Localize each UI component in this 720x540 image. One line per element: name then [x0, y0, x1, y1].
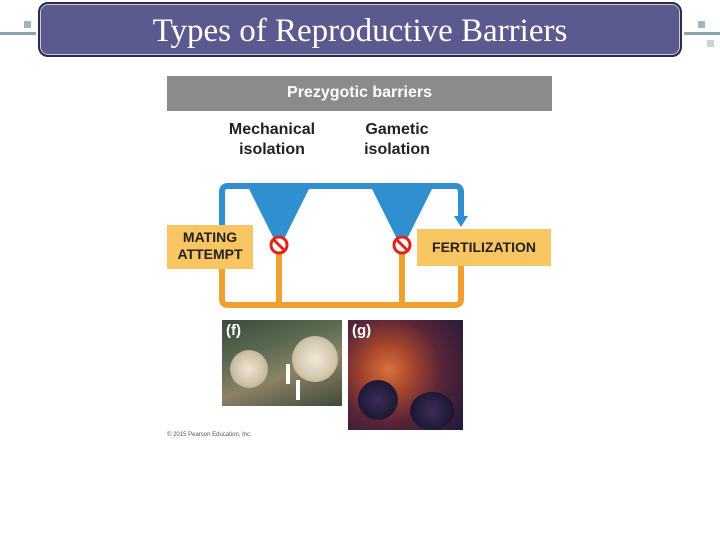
slide-title-bar: Types of Reproductive Barriers	[38, 2, 682, 57]
arrow-down-icon	[454, 216, 468, 227]
photo-snails: (f)	[222, 320, 342, 406]
stop-sign-icon	[269, 235, 289, 255]
figure-header: Prezygotic barriers	[167, 76, 552, 111]
decor-square-left	[24, 21, 31, 28]
fertilization-box: FERTILIZATION	[417, 229, 551, 266]
blue-flow-path	[219, 183, 464, 225]
barrier-label-mechanical: Mechanical isolation	[228, 121, 316, 158]
photo-label-f: (f)	[226, 322, 241, 339]
decor-line-left	[0, 32, 36, 35]
photo-label-g: (g)	[352, 322, 372, 339]
flow-arrows	[219, 183, 468, 308]
stop-sign-icon	[392, 235, 412, 255]
orange-flow-path	[219, 266, 464, 308]
mating-attempt-box: MATING ATTEMPT	[167, 225, 253, 269]
decor-line-right	[684, 32, 720, 35]
photo-sea-urchins: (g)	[348, 320, 463, 430]
decor-square-right-2	[707, 40, 714, 47]
slide-title: Types of Reproductive Barriers	[152, 13, 568, 49]
copyright-notice: © 2015 Pearson Education, Inc.	[167, 432, 252, 438]
prezygotic-figure: Prezygotic barriers Mechanical isolation…	[167, 76, 553, 446]
decor-square-right	[698, 21, 705, 28]
barrier-label-gametic: Gametic isolation	[364, 121, 430, 158]
